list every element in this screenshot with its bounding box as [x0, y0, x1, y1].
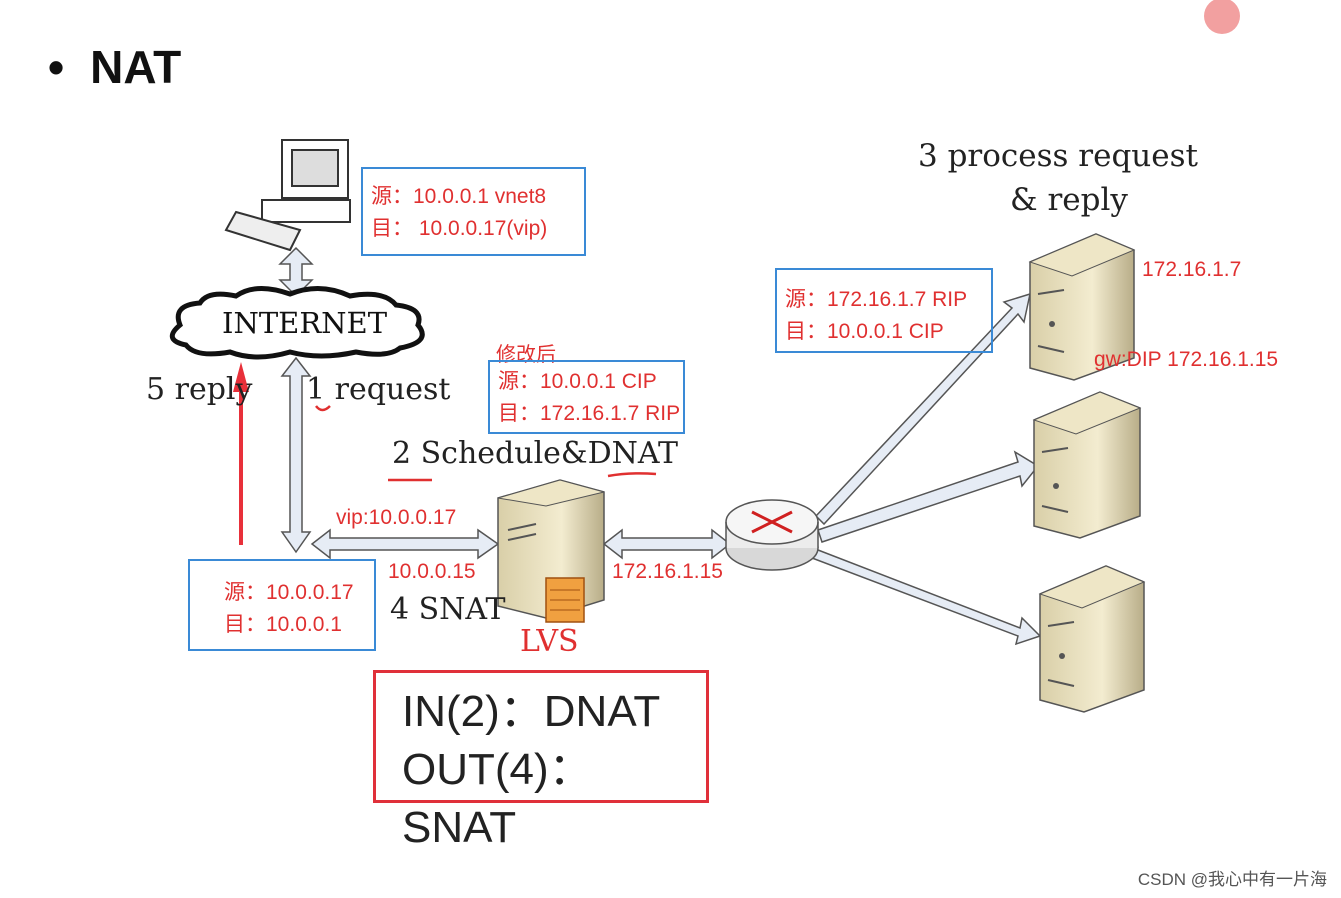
real-server-icon-1: [1028, 233, 1136, 381]
computer-icon: [224, 139, 351, 252]
internet-cloud-icon: [169, 286, 425, 360]
lvs-ip-label: 10.0.0.15: [388, 560, 476, 583]
after-dnat-box: 源：10.0.0.1 CIP 目：172.16.1.7 RIP: [488, 360, 685, 434]
schedule-label: 2 Schedule&DNAT: [392, 436, 678, 471]
lvs-label: LVS: [520, 624, 579, 659]
request-label: 1 request: [306, 372, 451, 407]
reply-client-src: 源：10.0.0.17: [224, 581, 354, 604]
watermark: CSDN @我心中有一片海: [1137, 870, 1327, 889]
real-server-icon-2: [1032, 391, 1142, 539]
arrow-internet-lvs: [280, 356, 312, 554]
page-title: • NAT: [48, 40, 181, 94]
arrow-lvs-router: [602, 528, 732, 560]
process-request-label: 3 process request: [918, 138, 1198, 174]
logo-fragment-icon: [1204, 0, 1240, 34]
reply-arrow-icon: [233, 362, 249, 545]
lvs-server-icon: [497, 479, 605, 623]
rs-reply-box: 源：172.16.1.7 RIP 目：10.0.0.1 CIP: [775, 268, 993, 353]
rs-reply-src: 源：172.16.1.7 RIP: [785, 288, 968, 311]
arrow-to-lvs: [310, 528, 500, 560]
router-icon: [725, 499, 819, 571]
client-src: 源：10.0.0.1 vnet8: [371, 185, 547, 208]
dip-label: 172.16.1.15: [612, 560, 723, 583]
after-dnat-src: 源：10.0.0.1 CIP: [498, 370, 657, 393]
underline-marks: [315, 405, 657, 482]
rs-reply-dst: 目：10.0.0.1 CIP: [785, 320, 944, 343]
summary-box: IN(2)：DNAT OUT(4)：SNAT: [373, 670, 709, 852]
title-text: NAT: [90, 41, 182, 93]
reply-label: 5 reply: [146, 372, 253, 407]
gateway-label: gw:DIP 172.16.1.15: [1094, 348, 1279, 371]
summary-in: IN(2)：DNAT: [402, 687, 661, 736]
internet-label: INTERNET: [222, 306, 388, 340]
snat-label: 4 SNAT: [390, 592, 506, 627]
client-packet-box: 源：10.0.0.1 vnet8 目： 10.0.0.17(vip): [361, 167, 586, 256]
rs-ip-label: 172.16.1.7: [1142, 258, 1242, 281]
after-dnat-dst: 目：172.16.1.7 RIP: [498, 402, 681, 425]
vip-label: vip:10.0.0.17: [336, 506, 457, 529]
real-server-icon-3: [1038, 565, 1146, 713]
and-reply-label: & reply: [1010, 182, 1128, 218]
reply-client-dst: 目：10.0.0.1: [224, 613, 342, 636]
title-bullet: •: [48, 41, 65, 93]
reply-client-box: 源：10.0.0.17 目：10.0.0.1: [188, 559, 376, 651]
client-dst: 目： 10.0.0.17(vip): [371, 217, 548, 240]
summary-out: OUT(4)：SNAT: [402, 745, 593, 852]
